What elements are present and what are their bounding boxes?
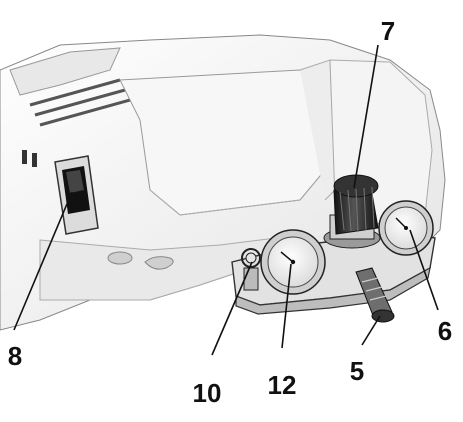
leader-line-6 (409, 229, 439, 311)
outlet-pressure-gauge (378, 200, 434, 256)
callout-6: 6 (438, 316, 452, 346)
leader-line-10 (211, 261, 253, 356)
leader-line-8 (13, 191, 73, 331)
callout-5: 5 (350, 356, 364, 386)
leader-line-5 (361, 315, 381, 346)
callout-8: 8 (8, 341, 22, 371)
callout-10: 10 (193, 378, 222, 408)
regulator-knob (323, 174, 381, 249)
callout-12: 12 (268, 370, 297, 400)
tank-pressure-gauge (260, 229, 326, 295)
compressor-housing (0, 34, 446, 331)
power-switch (54, 155, 99, 235)
callout-7: 7 (381, 16, 395, 46)
leader-line-7 (353, 44, 379, 189)
leader-line-12 (281, 263, 292, 349)
